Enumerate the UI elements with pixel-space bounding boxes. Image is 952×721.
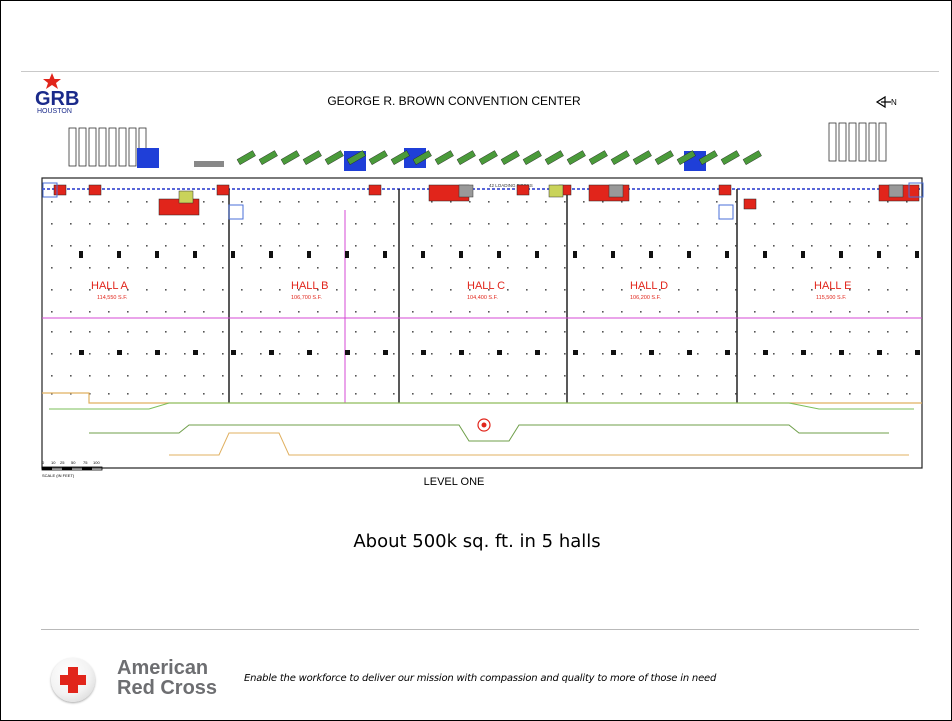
footer-tagline: Enable the workforce to deliver our miss… (244, 673, 717, 684)
concourse (42, 392, 922, 456)
svg-text:104,400 S.F.: 104,400 S.F. (467, 295, 498, 301)
top-divider (21, 71, 939, 72)
svg-text:25: 25 (60, 460, 65, 465)
hall-e-label: HALL E 115,500 S.F. (814, 280, 852, 301)
bottom-divider (41, 629, 919, 630)
svg-text:106,200 S.F.: 106,200 S.F. (630, 295, 661, 301)
red-cross-logo: American Red Cross (51, 656, 231, 704)
slide-caption: About 500k sq. ft. in 5 halls (353, 531, 601, 552)
level-label: LEVEL ONE (424, 476, 485, 488)
scale-bar: 0 10 25 50 75 100 SCALE (IN FEET) (41, 460, 103, 478)
red-cross-emblem-icon (51, 658, 95, 702)
svg-text:HALL B: HALL B (291, 280, 329, 292)
loading-docks-label: 42 LOADING DOCKS (489, 183, 533, 188)
floor-plan: GRB HOUSTON GEORGE R. BROWN CONVENTION C… (29, 73, 929, 498)
svg-text:HALL A: HALL A (91, 280, 129, 292)
service-rooms (42, 182, 924, 220)
north-arrow: N (875, 95, 897, 109)
svg-text:100: 100 (93, 460, 100, 465)
svg-text:106,700 S.F.: 106,700 S.F. (291, 295, 322, 301)
svg-text:115,500 S.F.: 115,500 S.F. (816, 295, 847, 301)
red-cross-name-line2: Red Cross (117, 677, 218, 699)
grb-logo: GRB HOUSTON (35, 73, 79, 115)
scale-label: SCALE (IN FEET) (42, 473, 75, 478)
svg-text:HALL D: HALL D (630, 280, 668, 292)
star-icon (43, 73, 61, 89)
rotunda-icon (477, 418, 491, 432)
red-cross-name: American Red Cross (117, 658, 237, 698)
magenta-line-v (344, 210, 379, 404)
svg-text:10: 10 (51, 460, 56, 465)
hall-d-label: HALL D 106,200 S.F. (630, 280, 668, 301)
truck-area (68, 122, 887, 171)
column-grid (51, 201, 920, 395)
svg-text:0: 0 (42, 460, 45, 465)
grb-logo-subtext: HOUSTON (37, 108, 72, 115)
floor-plan-drawing: GRB HOUSTON GEORGE R. BROWN CONVENTION C… (35, 73, 924, 488)
svg-text:HALL C: HALL C (467, 280, 505, 292)
north-label: N (891, 98, 897, 107)
svg-text:114,550 S.F.: 114,550 S.F. (97, 295, 128, 301)
hall-a-label: HALL A 114,550 S.F. (91, 280, 129, 301)
grb-logo-text: GRB (35, 88, 79, 110)
hall-b-label: HALL B 106,700 S.F. (291, 280, 329, 301)
building-outline (41, 177, 923, 469)
svg-text:HALL E: HALL E (814, 280, 852, 292)
svg-text:50: 50 (71, 460, 76, 465)
svg-text:75: 75 (83, 460, 88, 465)
plan-title: GEORGE R. BROWN CONVENTION CENTER (327, 94, 581, 108)
red-cross-name-line1: American (117, 657, 209, 679)
hall-c-label: HALL C 104,400 S.F. (467, 280, 505, 301)
